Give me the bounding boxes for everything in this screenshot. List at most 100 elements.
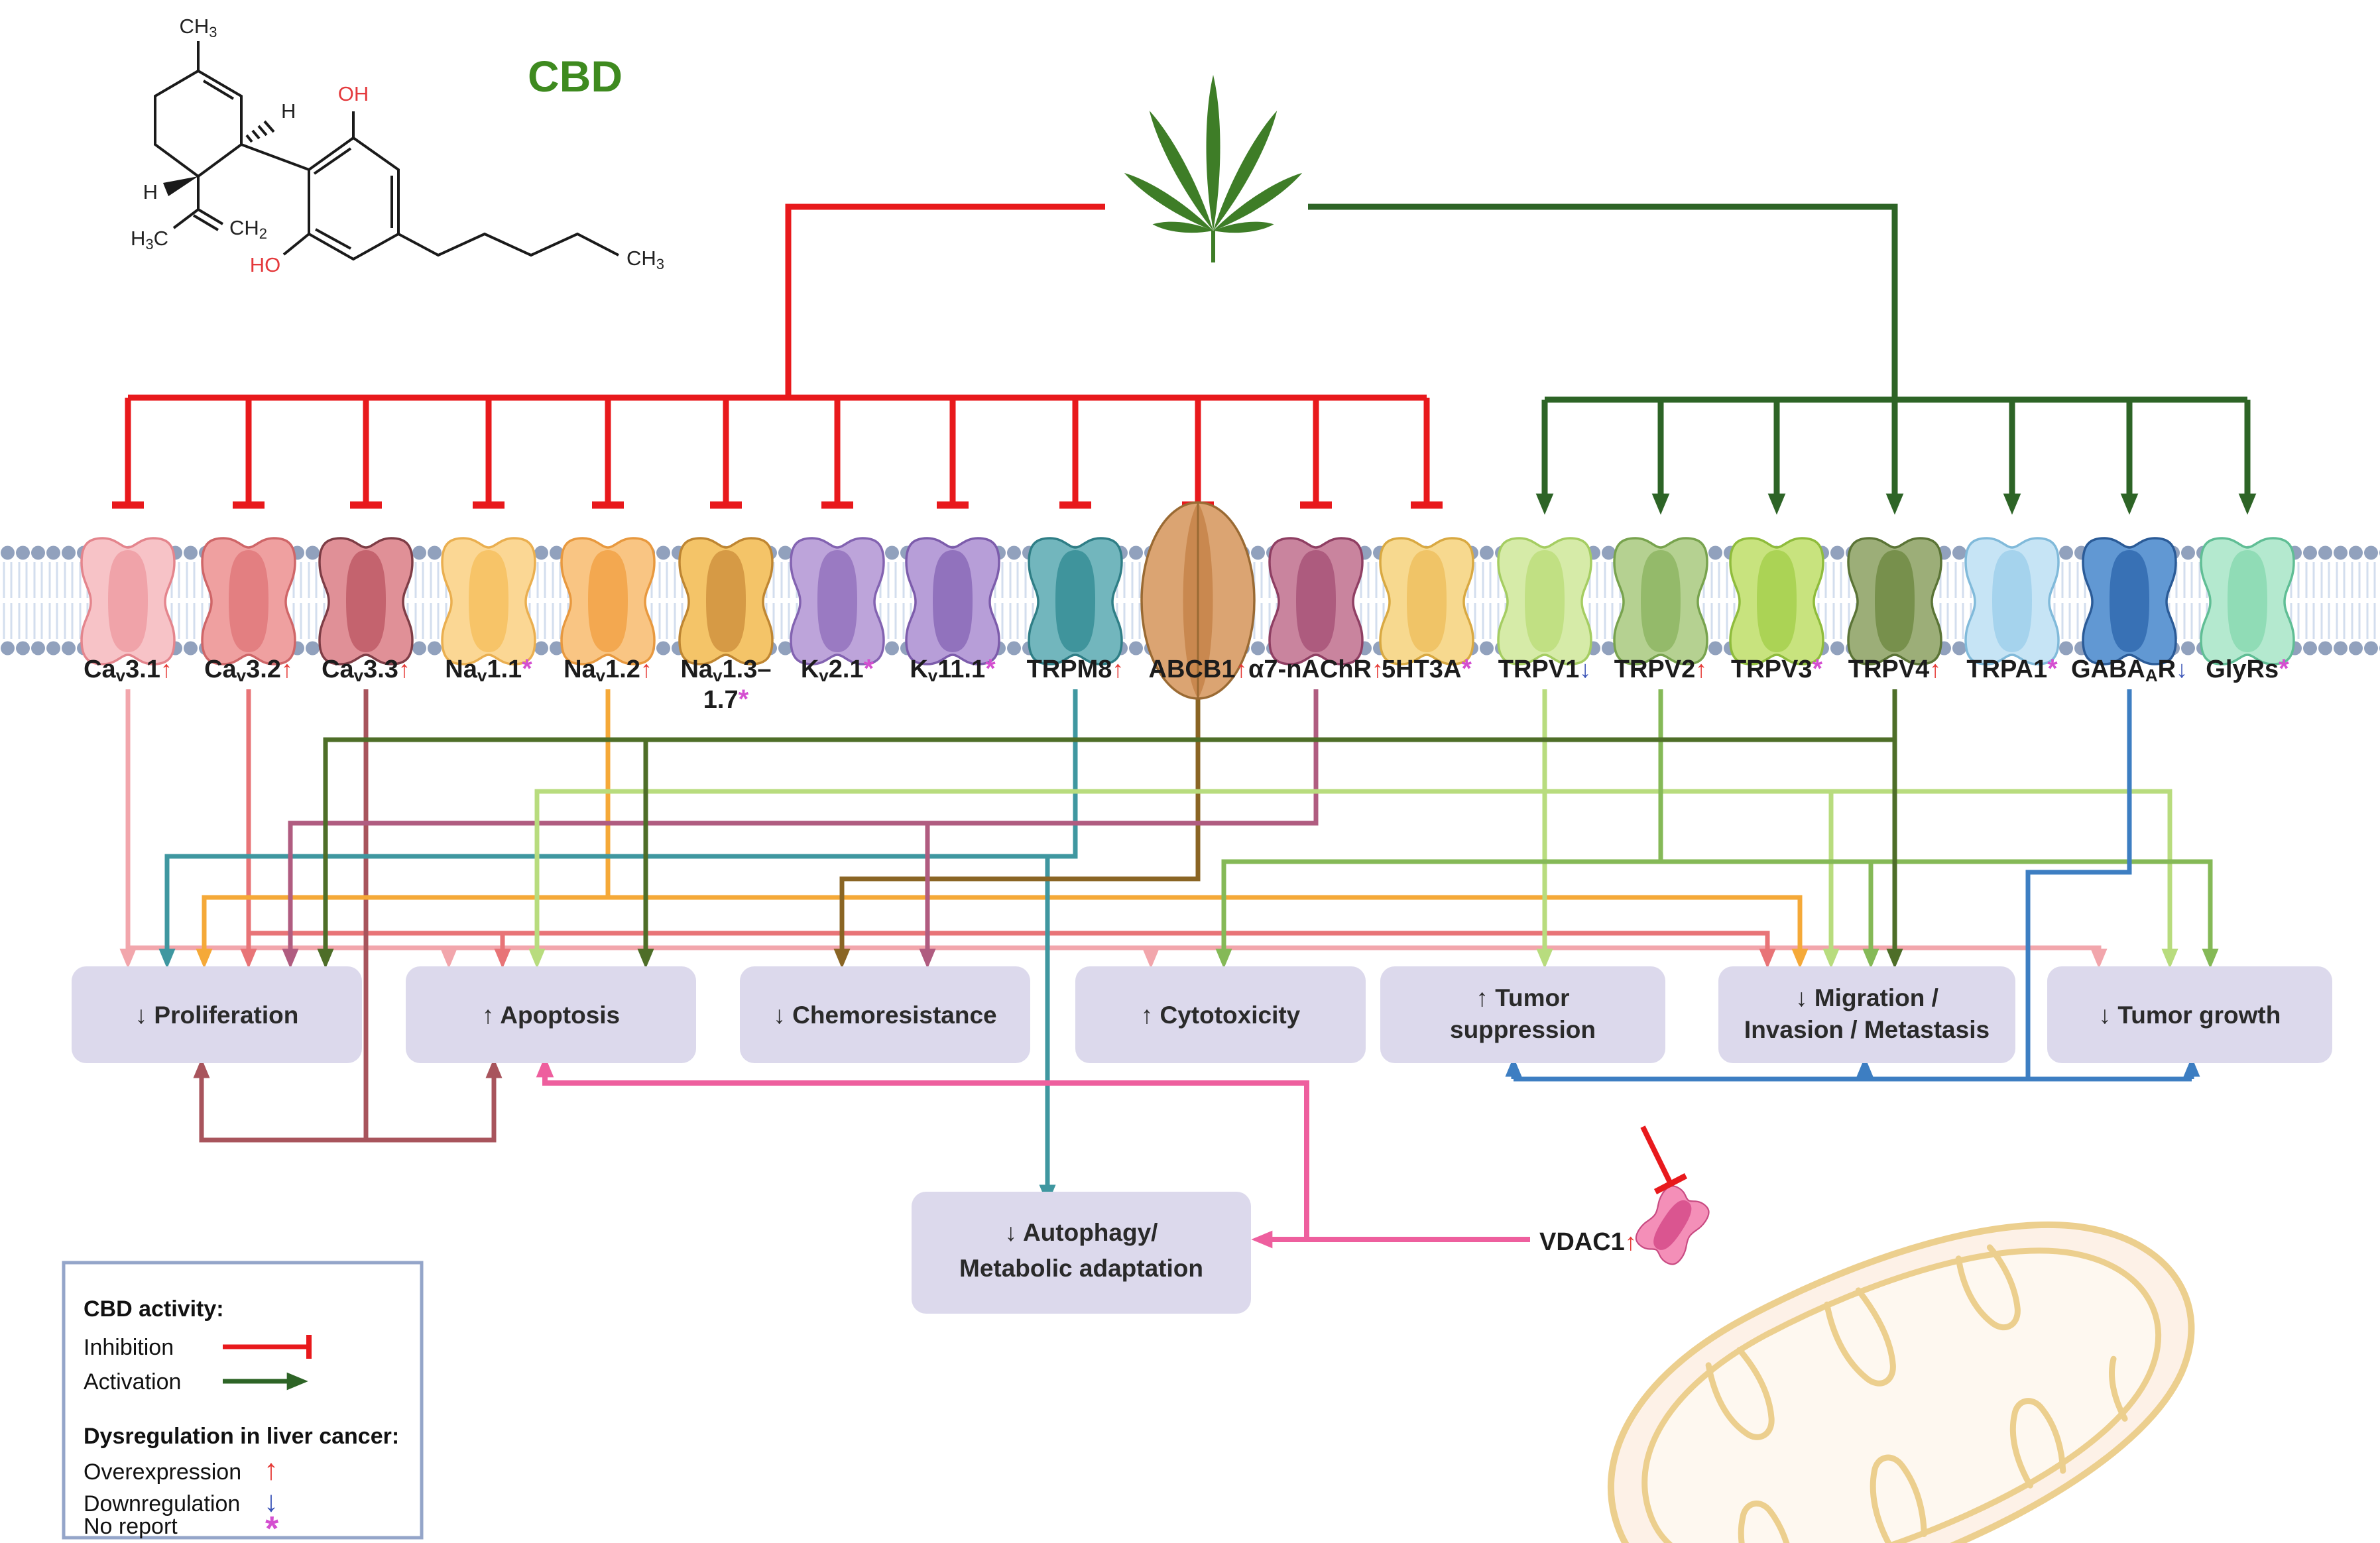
channel-trpa1 (1964, 537, 2060, 665)
route-cav32 (240, 689, 1776, 969)
cannabis-leaf-icon (1124, 75, 1303, 262)
channel-trpv4 (1847, 537, 1942, 665)
molecule-label-h-upper: H (281, 99, 296, 123)
outcome-box-tumor-suppression (1380, 966, 1665, 1063)
channel-label-gabaar: GABAAR↓ (2071, 656, 2188, 685)
legend: CBD activity: Inhibition Activation Dysr… (62, 1261, 424, 1543)
cbd-title: CBD (528, 52, 623, 101)
outcome-boxes: ↓ Proliferation ↑ Apoptosis ↓ Chemoresis… (72, 966, 2332, 1314)
channel-trpv3 (1729, 537, 1824, 665)
route-gabaar (1505, 689, 2200, 1082)
legend-box (62, 1261, 424, 1540)
molecule-label-ch3-top: CH3 (179, 15, 217, 40)
legend-activation-label: Activation (84, 1369, 181, 1395)
outcome-box-autophagy (912, 1192, 1251, 1314)
inhibition-icon (223, 1335, 312, 1359)
outcome-label-proliferation: ↓ Proliferation (135, 1001, 299, 1029)
route-abcb1 (833, 689, 1201, 969)
channel-label-a7nachr: α7-nAChR↑ (1248, 656, 1384, 683)
channel-label-trpv1: TRPV1↓ (1498, 656, 1591, 683)
channel-glyrs (2200, 537, 2295, 665)
legend-no-report-label: No report (84, 1514, 178, 1539)
channel-trpv2 (1613, 537, 1708, 665)
channel-label-trpa1: TRPA1* (1966, 654, 2058, 683)
molecule-label-ho: HO (250, 253, 281, 276)
overexpression-up-arrow-icon: ↑ (264, 1454, 278, 1486)
vdac1-label: VDAC1↑ (1539, 1228, 1637, 1256)
channel-kv111 (905, 537, 1000, 665)
channel-trpv1 (1497, 537, 1592, 665)
channel-label-nav11: Nav1.1* (445, 654, 532, 685)
channel-5ht3a (1379, 537, 1474, 665)
route-trpv4 (317, 689, 1903, 969)
downregulation-down-arrow-icon: ↓ (264, 1485, 278, 1518)
outcome-label-tumor-growth: ↓ Tumor growth (2099, 1001, 2281, 1029)
activation-tree (1308, 203, 2257, 515)
channel-label-nav13-17: Nav1.3–1.7* (680, 656, 771, 714)
channel-cav31 (80, 537, 176, 665)
channel-label-cav32: Cav3.2↑ (204, 656, 293, 685)
molecule-label-ch3-chain: CH3 (626, 247, 664, 272)
outcome-box-cytotoxicity (1075, 966, 1366, 1063)
outcome-label-chemoresistance: ↓ Chemoresistance (773, 1001, 996, 1029)
route-vdac1 (536, 1056, 1530, 1249)
outcome-box-migration (1718, 966, 2015, 1063)
channel-label-trpv2: TRPV2↑ (1614, 656, 1707, 683)
channel-nav13-17 (678, 537, 774, 665)
stereo-wedge-bond (163, 176, 198, 196)
outcome-box-chemoresistance (740, 966, 1030, 1063)
vdac1-inhibition-arrow (1640, 1125, 1688, 1194)
molecule-label-ch2: CH2 (229, 216, 267, 242)
outcome-box-apoptosis (406, 966, 696, 1063)
legend-downregulation-label: Downregulation (84, 1491, 240, 1516)
molecule-label-h3c: H3C (131, 227, 168, 253)
channel-cav33 (318, 537, 414, 665)
molecule-label-oh: OH (338, 82, 369, 105)
channel-label-nav12: Nav1.2↑ (564, 656, 652, 685)
channel-label-cav31: Cav3.1↑ (84, 656, 172, 685)
route-cav33 (193, 689, 503, 1143)
channel-label-5ht3a: 5HT3A* (1382, 654, 1472, 683)
membrane-channels (80, 501, 2295, 700)
route-a7nachr (282, 689, 1319, 969)
channel-a7nachr (1268, 537, 1364, 665)
inhibition-tree (112, 203, 1443, 509)
channel-cav32 (201, 537, 296, 665)
channel-trpm8 (1028, 537, 1123, 665)
legend-subtitle: Dysregulation in liver cancer: (84, 1424, 399, 1449)
channel-outcome-routes (119, 689, 2219, 1249)
channel-label-abcb1: ABCB1↑ (1149, 656, 1248, 683)
cbd-molecule-structure (154, 41, 619, 261)
outcome-box-proliferation (72, 966, 362, 1063)
mitochondrion-cristae (1705, 1244, 2128, 1543)
channel-nav11 (441, 537, 536, 665)
channel-label-cav33: Cav3.3↑ (322, 656, 410, 685)
channel-gabaar (2082, 537, 2177, 665)
channel-label-trpv4: TRPV4↑ (1848, 656, 1941, 683)
channel-label-trpm8: TRPM8↑ (1027, 656, 1124, 683)
outcome-label-cytotoxicity: ↑ Cytotoxicity (1141, 1001, 1301, 1029)
outcome-box-tumor-growth (2047, 966, 2332, 1063)
route-trpm8 (158, 689, 1078, 1205)
channel-label-kv111: Kv11.1* (910, 654, 996, 685)
route-cav31 (119, 689, 2108, 969)
channel-label-kv21: Kv2.1* (801, 654, 874, 685)
route-trpv2 (1215, 689, 2219, 969)
channel-label-trpv3: TRPV3* (1731, 654, 1822, 683)
channel-kv21 (790, 537, 885, 665)
channel-labels: Cav3.1↑ Cav3.2↑ Cav3.3↑ Nav1.1* Nav1.2↑ … (84, 654, 2289, 714)
no-report-asterisk-icon: * (265, 1510, 279, 1543)
outcome-label-migration: ↓ Migration /Invasion / Metastasis (1744, 984, 1990, 1043)
mitochondrion (1607, 1222, 2195, 1543)
molecule-label-h-lower: H (143, 180, 158, 203)
vdac1-channel (1631, 1181, 1714, 1269)
legend-inhibition-label: Inhibition (84, 1335, 174, 1360)
outcome-label-autophagy: ↓ Autophagy/Metabolic adaptation (959, 1219, 1203, 1282)
legend-overexpression-label: Overexpression (84, 1459, 241, 1485)
route-trpv1 (528, 689, 2178, 969)
outcome-label-apoptosis: ↑ Apoptosis (482, 1001, 620, 1029)
channel-nav12 (560, 537, 656, 665)
